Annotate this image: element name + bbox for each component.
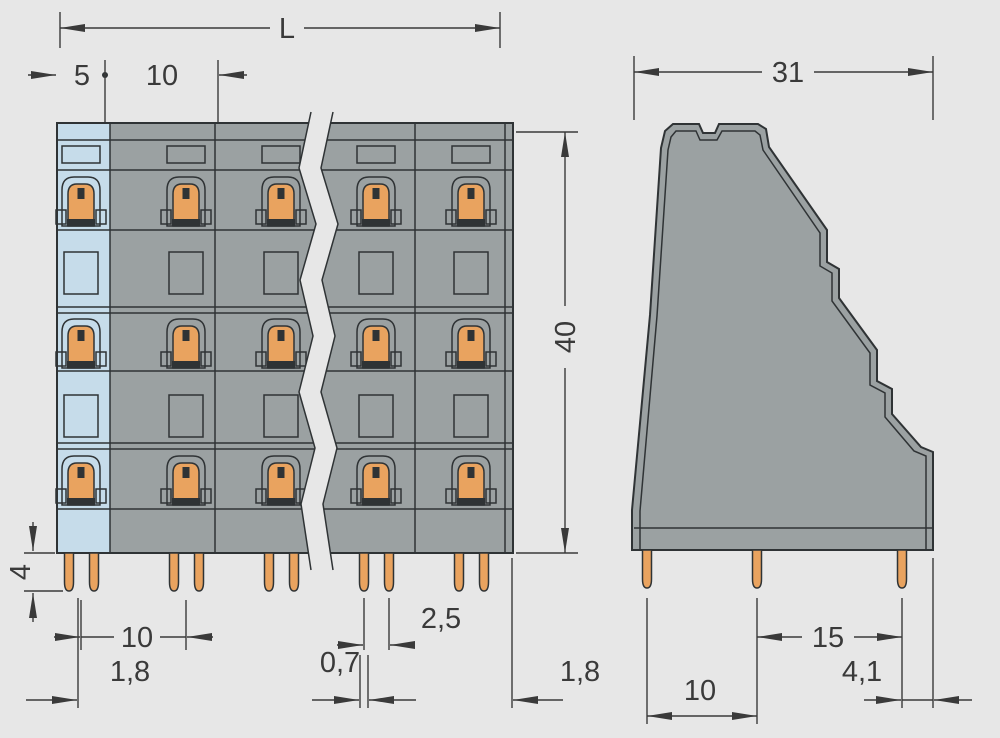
dim-pin-thickness: 0,7 (312, 647, 416, 708)
dim-end-clearance: 1,8 (511, 558, 600, 708)
dim-pin-width: 1,8 (26, 598, 150, 708)
dim-pin-to-edge: 4,1 (842, 558, 972, 708)
dim-label-pin-thickness: 0,7 (320, 647, 360, 679)
solder-pins-front (63, 552, 490, 592)
solder-pin (288, 552, 300, 592)
solder-pin (478, 552, 490, 592)
dim-label-pin-pitch: 10 (121, 622, 153, 654)
solder-pin (193, 552, 205, 592)
dim-pin-gap: 2,5 (337, 598, 461, 650)
dim-edge-and-pitch: 5 10 (28, 60, 247, 122)
dim-pin-pitch: 10 (54, 600, 213, 654)
deck-lines (57, 139, 513, 510)
dimension-annotations: L 5 10 40 4 (5, 12, 972, 724)
dim-height: 40 (516, 131, 582, 554)
side-inner-contour (639, 130, 927, 550)
side-profile-outline (631, 123, 934, 551)
solder-pin (358, 552, 370, 592)
dim-pin-length: 4 (5, 522, 63, 622)
dim-label-pin-width: 1,8 (110, 656, 150, 688)
dim-label-height: 40 (550, 321, 582, 353)
solder-pin (896, 549, 908, 589)
side-view (631, 123, 934, 589)
dim-label-end-clearance: 1,8 (560, 656, 600, 688)
wire-entries-deck1 (63, 251, 489, 295)
wire-entries-deck2 (63, 394, 489, 438)
dim-front-pin-span: 10 (646, 598, 757, 724)
dim-label-total-width: L (279, 13, 295, 45)
dim-label-pin-to-edge: 4,1 (842, 656, 882, 688)
dim-total-width: L (59, 12, 501, 48)
dim-rear-pin-span: 15 (756, 598, 903, 724)
solder-pin (88, 552, 100, 592)
solder-pin (63, 552, 75, 592)
side-profile (632, 124, 933, 550)
dim-label-depth: 31 (772, 57, 804, 89)
dim-label-edge-offset: 5 (74, 60, 90, 92)
dim-label-pin-length: 4 (5, 564, 37, 580)
dim-label-front-pin-span: 10 (684, 675, 716, 707)
solder-pin (263, 552, 275, 592)
solder-pin (453, 552, 465, 592)
solder-pins-side (641, 549, 908, 589)
housing-outline (56, 122, 514, 554)
dim-label-rear-pin-span: 15 (812, 622, 844, 654)
operating-slots (61, 145, 491, 164)
solder-pin (751, 549, 763, 589)
solder-pin (168, 552, 180, 592)
dim-depth: 31 (633, 56, 934, 120)
dim-label-pin-gap: 2,5 (421, 603, 461, 635)
solder-pin (641, 549, 653, 589)
solder-pin (383, 552, 395, 592)
dim-label-pole-pitch: 10 (146, 60, 178, 92)
front-view (55, 111, 514, 592)
break-line (298, 111, 339, 571)
